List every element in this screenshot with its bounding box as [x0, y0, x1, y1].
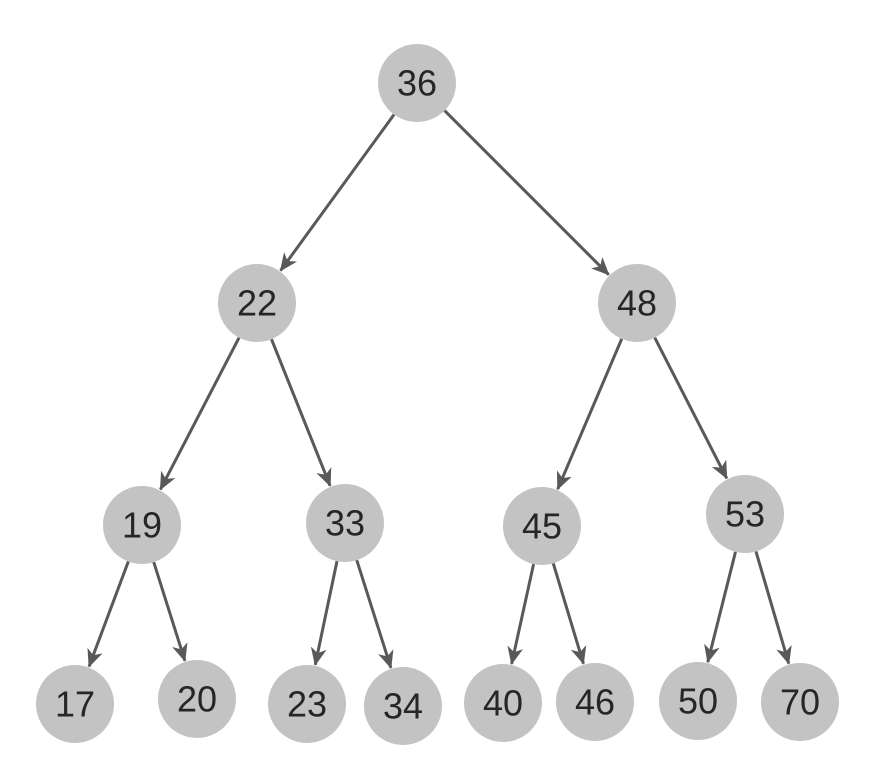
node-circle	[218, 264, 296, 342]
node-value: 17	[55, 684, 95, 725]
tree-edge-33-to-23	[310, 560, 339, 666]
node-circle	[378, 44, 456, 122]
node-circle	[364, 667, 442, 745]
tree-node-36: 36	[378, 44, 456, 122]
node-value: 34	[383, 686, 423, 727]
node-circle	[158, 660, 236, 738]
node-circle	[464, 664, 542, 742]
tree-edge-22-to-33	[270, 338, 332, 487]
tree-node-50: 50	[659, 662, 737, 740]
tree-node-34: 34	[364, 667, 442, 745]
tree-edge-19-to-17	[87, 560, 130, 668]
tree-node-45: 45	[503, 487, 581, 565]
node-value: 48	[617, 283, 657, 324]
node-value: 23	[287, 684, 327, 725]
node-circle	[556, 663, 634, 741]
node-value: 70	[780, 682, 820, 723]
tree-node-20: 20	[158, 660, 236, 738]
node-value: 36	[397, 63, 437, 104]
node-circle	[103, 486, 181, 564]
tree-edge-36-to-22	[279, 113, 396, 272]
tree-node-19: 19	[103, 486, 181, 564]
tree-node-23: 23	[268, 665, 346, 743]
tree-edge-53-to-70	[754, 551, 792, 665]
node-circle	[659, 662, 737, 740]
node-value: 33	[325, 503, 365, 544]
tree-node-17: 17	[36, 665, 114, 743]
node-value: 45	[522, 506, 562, 547]
node-value: 46	[575, 682, 615, 723]
node-value: 53	[725, 494, 765, 535]
tree-edge-48-to-53	[653, 337, 729, 480]
node-circle	[598, 264, 676, 342]
tree-edge-19-to-20	[152, 561, 188, 662]
node-circle	[36, 665, 114, 743]
node-value: 40	[483, 683, 523, 724]
tree-edge-36-to-48	[443, 109, 610, 276]
tree-edge-22-to-19	[159, 336, 241, 491]
node-circle	[503, 487, 581, 565]
tree-edge-48-to-45	[556, 338, 624, 491]
node-circle	[706, 475, 784, 553]
node-circle	[306, 484, 384, 562]
tree-edge-45-to-40	[507, 563, 536, 665]
tree-node-53: 53	[706, 475, 784, 553]
node-value: 50	[678, 681, 718, 722]
node-value: 19	[122, 505, 162, 546]
tree-edge-33-to-34	[355, 559, 394, 669]
tree-node-33: 33	[306, 484, 384, 562]
tree-node-46: 46	[556, 663, 634, 741]
node-circle	[761, 663, 839, 741]
tree-node-22: 22	[218, 264, 296, 342]
node-value: 22	[237, 283, 277, 324]
node-value: 20	[177, 679, 217, 720]
tree-edge-45-to-46	[551, 562, 587, 665]
tree-node-40: 40	[464, 664, 542, 742]
tree-node-48: 48	[598, 264, 676, 342]
tree-edge-53-to-50	[704, 551, 737, 664]
node-circle	[268, 665, 346, 743]
tree-node-70: 70	[761, 663, 839, 741]
